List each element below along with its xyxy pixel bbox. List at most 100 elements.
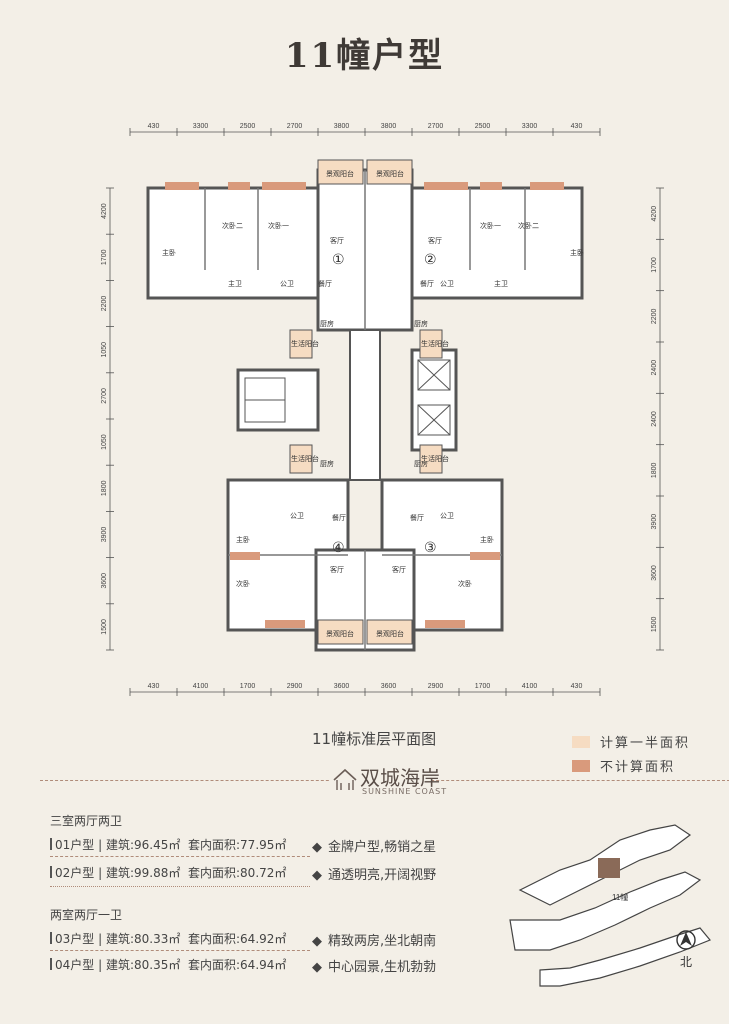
dimension-label: 3300 xyxy=(193,123,209,130)
utility-balcony-label: 生活阳台 xyxy=(291,339,319,348)
unit-name: 04户型 xyxy=(55,958,95,972)
dimension-label: 430 xyxy=(571,683,583,690)
page-title: 11幢户型 xyxy=(284,36,445,76)
kitchen-label: 厨房 xyxy=(414,319,428,328)
dimension-label: 1700 xyxy=(240,683,256,690)
kitchen-label: 厨房 xyxy=(320,459,334,468)
dimension-label: 3800 xyxy=(334,123,350,130)
dimension-label: 1800 xyxy=(101,480,108,496)
second-bed-label: 次卧 xyxy=(236,579,250,588)
second-bed-label: 次卧一 xyxy=(268,221,289,230)
unit-spec-04: 04户型 | 建筑:80.35㎡ 套内面积:64.94㎡ xyxy=(50,956,286,973)
unit-inner-area: 套内面积:77.95㎡ xyxy=(188,838,287,852)
master-bath-label: 主卫 xyxy=(228,279,242,288)
balcony-label: 景观阳台 xyxy=(376,629,404,638)
dimension-label: 2900 xyxy=(428,683,444,690)
dimension-label: 3600 xyxy=(651,565,658,581)
unit-build-area: 建筑:99.88㎡ xyxy=(105,866,181,880)
room-labels: 景观阳台 景观阳台 景观阳台 景观阳台 客厅 客厅 主卧 主卧 次卧二 次卧一 … xyxy=(162,169,584,638)
feature-text: 中心园景,生机勃勃 xyxy=(328,960,437,975)
utility-balcony-label: 生活阳台 xyxy=(291,454,319,463)
unit-build-area: 建筑:80.33㎡ xyxy=(105,932,181,946)
unit-feature-03: ◆精致两房,坐北朝南 xyxy=(312,930,436,949)
area-highlights xyxy=(165,159,564,645)
unit-feature-01: ◆ 金牌户型,畅销之星 xyxy=(312,836,436,855)
dimension-label: 2500 xyxy=(475,123,491,130)
dimension-label: 2400 xyxy=(651,411,658,427)
kitchen-label: 厨房 xyxy=(414,459,428,468)
unit-marker xyxy=(50,958,52,970)
master-bath-label: 主卫 xyxy=(494,279,508,288)
dimension-label: 2700 xyxy=(428,123,444,130)
utility-balcony-label: 生活阳台 xyxy=(421,454,449,463)
dimension-label: 2900 xyxy=(287,683,303,690)
dimension-label: 2200 xyxy=(101,296,108,312)
living-label: 客厅 xyxy=(330,236,344,245)
unit-number: ③ xyxy=(424,540,437,556)
living-label: 客厅 xyxy=(428,236,442,245)
balcony-label: 景观阳台 xyxy=(326,169,354,178)
unit-marker xyxy=(50,932,52,944)
logo-icon xyxy=(333,768,357,790)
section-separator xyxy=(50,886,310,887)
dimension-label: 4100 xyxy=(193,683,209,690)
dimension-label: 1500 xyxy=(651,616,658,632)
dining-label: 餐厅 xyxy=(318,279,332,288)
unit-spec-01: 01户型 | 建筑:96.45㎡ 套内面积:77.95㎡ xyxy=(50,836,286,853)
master-bed-label: 主卧 xyxy=(236,535,250,544)
dimension-label: 2700 xyxy=(287,123,303,130)
dimension-label: 4100 xyxy=(522,683,538,690)
dimension-label: 2200 xyxy=(651,308,658,324)
legend-swatch xyxy=(572,735,590,748)
balcony-label: 景观阳台 xyxy=(376,169,404,178)
dimension-label: 1050 xyxy=(101,342,108,358)
unit-number: ① xyxy=(332,252,345,268)
dimension-label: 1700 xyxy=(651,257,658,273)
unit-build-area: 建筑:96.45㎡ xyxy=(105,838,181,852)
unit-feature-04: ◆中心园景,生机勃勃 xyxy=(312,956,436,975)
dimension-label: 4200 xyxy=(101,203,108,219)
public-bath-label: 公卫 xyxy=(440,512,454,520)
keymap-building-label: 11幢 xyxy=(612,892,628,902)
unit-name: 01户型 xyxy=(55,838,95,852)
dimension-label: 2500 xyxy=(240,123,256,130)
unit-number: ④ xyxy=(332,540,345,556)
legend-label: 计算一半面积 xyxy=(600,736,691,751)
dimension-label: 1500 xyxy=(101,619,108,635)
feature-text: 通透明亮,开阔视野 xyxy=(328,868,437,883)
master-bed-label: 主卧 xyxy=(480,535,494,544)
dimension-label: 3900 xyxy=(101,527,108,543)
north-label: 北 xyxy=(680,955,692,969)
unit-inner-area: 套内面积:64.94㎡ xyxy=(188,958,287,972)
dimension-label: 1050 xyxy=(101,434,108,450)
feature-text: 金牌户型,畅销之星 xyxy=(328,840,437,855)
dining-label: 餐厅 xyxy=(410,513,424,522)
dimension-label: 3600 xyxy=(101,573,108,589)
dimension-label: 3600 xyxy=(381,683,397,690)
dimension-label: 430 xyxy=(148,683,160,690)
group-heading: 三室两厅两卫 xyxy=(50,814,123,828)
living-label: 客厅 xyxy=(330,565,344,574)
site-keymap: 11幢 北 xyxy=(509,824,711,987)
dimension-label: 3800 xyxy=(381,123,397,130)
dimension-label: 430 xyxy=(571,123,583,130)
living-label: 客厅 xyxy=(392,565,406,574)
north-arrow-icon xyxy=(676,930,696,950)
second-bed-label: 次卧二 xyxy=(518,221,539,230)
public-bath-label: 公卫 xyxy=(440,280,454,288)
bullet-icon: ◆ xyxy=(312,840,322,855)
unit-inner-area: 套内面积:80.72㎡ xyxy=(188,866,287,880)
dining-label: 餐厅 xyxy=(420,279,434,288)
second-bed-label: 次卧一 xyxy=(480,221,501,230)
unit-spec-02: 02户型 | 建筑:99.88㎡ 套内面积:80.72㎡ xyxy=(50,864,286,881)
dimension-label: 430 xyxy=(148,123,160,130)
legend-half-area: 计算一半面积 xyxy=(572,732,690,751)
bullet-icon: ◆ xyxy=(312,934,322,949)
dimension-label: 2400 xyxy=(651,360,658,376)
dimension-label: 1700 xyxy=(101,249,108,265)
dimension-label: 1800 xyxy=(651,462,658,478)
unit-name: 02户型 xyxy=(55,866,95,880)
